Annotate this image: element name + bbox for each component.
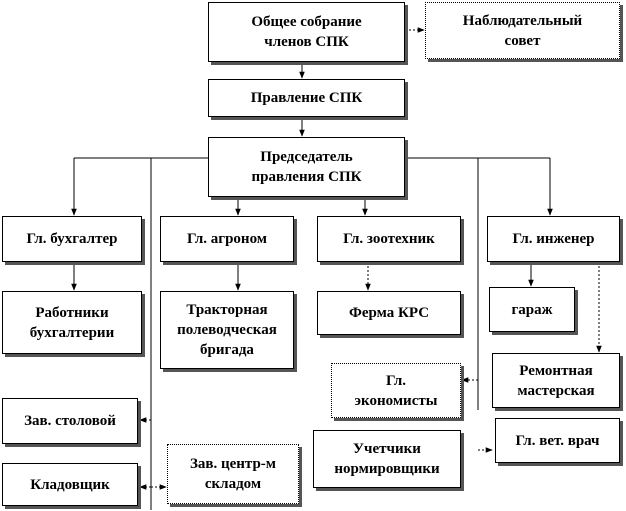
node-tractor-brigade: Тракторная полеводческая бригада — [160, 291, 294, 369]
node-chief-engineer: Гл. инженер — [487, 216, 620, 262]
node-garage: гараж — [489, 287, 575, 332]
node-accounting-staff: Работники бухгалтерии — [2, 291, 142, 354]
node-general-meeting: Общее собрание членов СПК — [208, 2, 405, 62]
node-chief-zootechnician: Гл. зоотехник — [317, 216, 461, 262]
node-repair-shop: Ремонтная мастерская — [492, 353, 620, 408]
node-chief-agronomist: Гл. агроном — [160, 216, 294, 262]
node-warehouse-manager: Зав. центр-м складом — [167, 444, 299, 504]
node-accountants-rate-setters: Учетчики нормировщики — [313, 430, 461, 488]
node-cattle-farm: Ферма КРС — [317, 291, 461, 335]
node-chairman: Председатель правления СПК — [208, 137, 405, 197]
node-storekeeper: Кладовщик — [2, 463, 138, 506]
node-board: Правление СПК — [208, 79, 405, 117]
node-chief-vet: Гл. вет. врач — [495, 418, 620, 463]
node-chief-accountant: Гл. бухгалтер — [2, 216, 142, 262]
node-canteen-manager: Зав. столовой — [2, 398, 138, 444]
node-supervisory-board: Наблюдательный совет — [425, 2, 620, 59]
node-chief-economists: Гл. экономисты — [331, 363, 461, 418]
